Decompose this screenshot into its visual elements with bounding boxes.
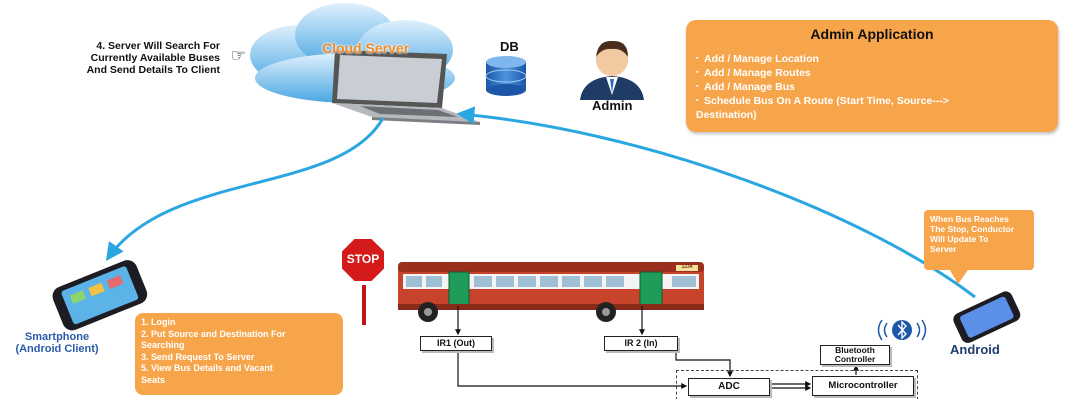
admin-application-panel: Admin Application Add / Manage Location … xyxy=(686,20,1058,132)
laptop-icon xyxy=(332,50,480,125)
bluetooth-controller-line-2: Controller xyxy=(834,354,876,364)
note-line-3: And Send Details To Client xyxy=(86,64,220,76)
android-to-server-arrow xyxy=(456,106,976,299)
admin-application-title: Admin Application xyxy=(810,26,934,42)
admin-feature-list: Add / Manage Location Add / Manage Route… xyxy=(696,52,1048,122)
client-steps-panel: 1. Login 2. Put Source and Destination F… xyxy=(135,313,343,395)
smartphone-label: Smartphone (Android Client) xyxy=(2,331,112,355)
admin-feature-item: Add / Manage Bus xyxy=(696,80,1048,94)
controller-board-outline xyxy=(676,370,918,399)
bus-number-plate: 1234 xyxy=(681,264,693,270)
stop-sign-icon xyxy=(340,237,386,283)
bubble-line-4: Server xyxy=(930,244,957,254)
adc-block: ADC xyxy=(688,378,770,396)
client-step: 2. Put Source and Destination For xyxy=(141,328,286,339)
bus-icon xyxy=(398,262,704,322)
client-step: Searching xyxy=(141,340,185,351)
bubble-line-3: Will Update To xyxy=(930,234,989,244)
smartphone-label-line-2: (Android Client) xyxy=(15,343,99,355)
stop-sign-post xyxy=(362,285,366,325)
admin-person-icon xyxy=(580,40,644,100)
smartphone-icon xyxy=(52,260,148,331)
admin-label: Admin xyxy=(592,98,633,113)
client-step: 3. Send Request To Server xyxy=(141,351,255,362)
admin-feature-item: Add / Manage Routes xyxy=(696,66,1048,80)
database-icon xyxy=(485,56,527,96)
bluetooth-controller-block: Bluetooth Controller xyxy=(820,345,890,365)
bubble-tail xyxy=(950,270,968,284)
pointing-hand-icon: ☞ xyxy=(230,46,246,65)
ir2-sensor-block: IR 2 (In) xyxy=(604,336,678,351)
android-label: Android xyxy=(950,342,1000,357)
note-line-2: Currently Available Buses xyxy=(90,52,220,64)
bluetooth-icon xyxy=(877,319,927,341)
bubble-line-2: The Stop, Conductor xyxy=(930,224,1015,234)
admin-feature-item-continued: Destination) xyxy=(696,108,1048,122)
conductor-update-bubble: When Bus Reaches The Stop, Conductor Wil… xyxy=(924,210,1034,284)
server-to-smartphone-arrow xyxy=(105,117,385,261)
client-steps-list: 1. Login 2. Put Source and Destination F… xyxy=(141,317,339,387)
client-step: 5. View Bus Details and Vacant xyxy=(141,363,273,374)
stop-sign-text: STOP xyxy=(346,252,380,266)
cloud-server-label: Cloud Server xyxy=(322,40,410,56)
admin-feature-item: Add / Manage Location xyxy=(696,52,1048,66)
ir1-sensor-block: IR1 (Out) xyxy=(420,336,492,351)
db-label: DB xyxy=(500,39,519,54)
server-search-note: 4. Server Will Search For Currently Avai… xyxy=(10,40,246,76)
client-step: 1. Login xyxy=(141,317,176,327)
bubble-line-1: When Bus Reaches xyxy=(930,214,1009,224)
admin-feature-item: Schedule Bus On A Route (Start Time, Sou… xyxy=(696,94,1048,108)
smartphone-label-line-1: Smartphone xyxy=(24,331,90,343)
microcontroller-block: Microcontroller xyxy=(812,376,914,396)
client-step: Seats xyxy=(141,374,166,385)
bluetooth-controller-line-1: Bluetooth xyxy=(835,345,875,355)
android-phone-icon xyxy=(953,291,1021,343)
note-line-1: 4. Server Will Search For xyxy=(96,40,220,52)
